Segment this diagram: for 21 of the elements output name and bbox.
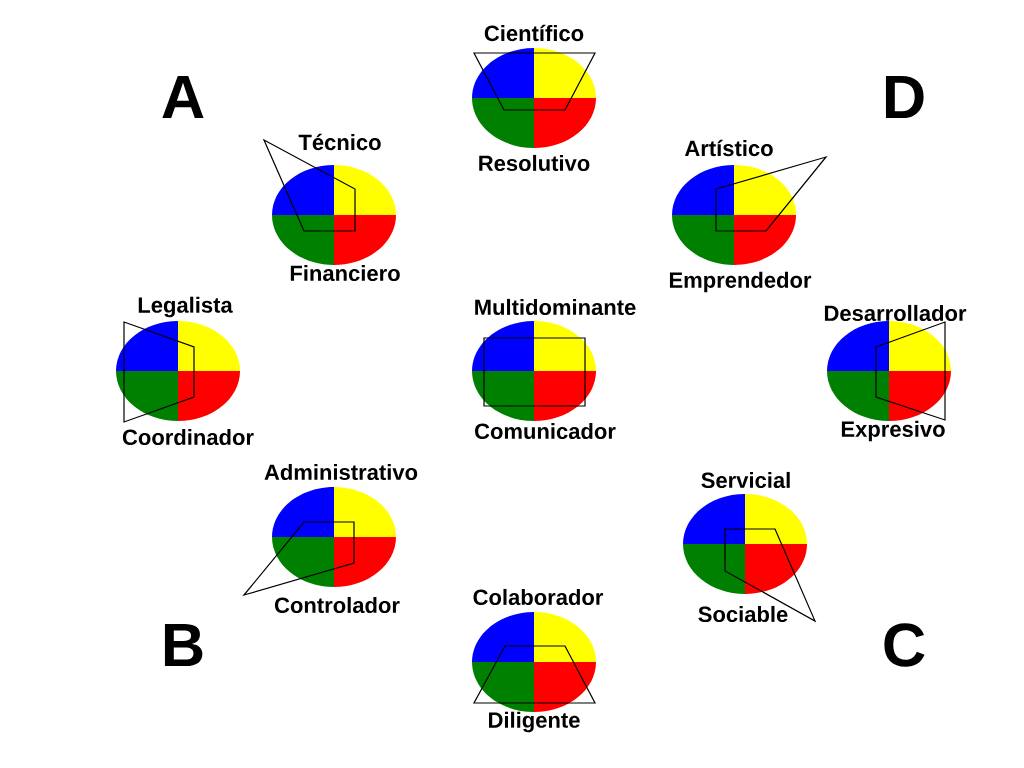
circle-label: Financiero (290, 264, 400, 282)
circle-label: Servicial (701, 471, 790, 489)
circle-label: Administrativo (264, 463, 418, 481)
circle-label: Emprendedor (669, 271, 812, 293)
circle-label: Artístico (684, 139, 773, 157)
circle-label: Controlador (274, 596, 400, 614)
quadrant-letter: B (164, 623, 203, 667)
circle-label: Desarrollador (824, 304, 967, 322)
circle-label: Legalista (138, 296, 233, 318)
circle-label: Diligente (489, 711, 580, 733)
circle-label: Colaborador (473, 588, 604, 606)
quadrant-letter: A (162, 75, 204, 119)
circle-label: Expresivo (841, 420, 945, 442)
quadrant-letter: C (884, 623, 925, 667)
quadrant-letter: D (885, 75, 924, 119)
circle-label: Técnico (298, 133, 381, 151)
circle-label: Resolutivo (479, 154, 590, 172)
circle-label: Coordinador (122, 428, 254, 446)
circle-label: Científico (484, 24, 584, 42)
circle-label: Multidominante (475, 298, 636, 316)
circle-label: Comunicador (475, 422, 616, 440)
